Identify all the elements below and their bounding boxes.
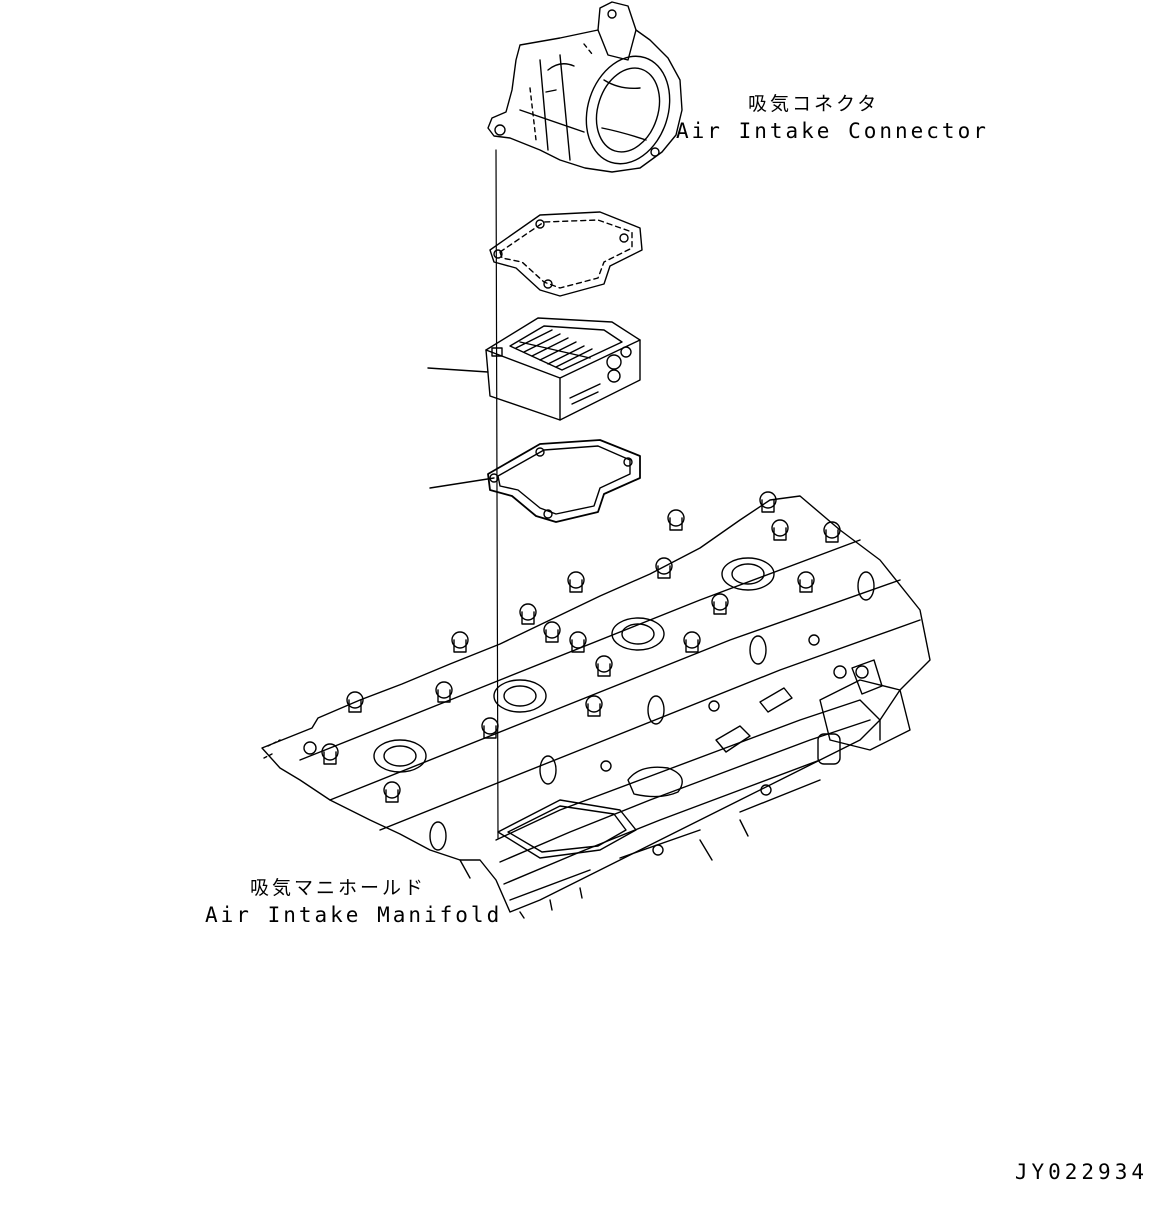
air-intake-connector-part (487, 1, 683, 173)
air-intake-connector-label: Air Intake Connector (676, 119, 989, 143)
air-intake-connector-label-jp: 吸気コネクタ (748, 93, 880, 115)
intake-heater-part (485, 317, 641, 421)
heater-leader-line (427, 367, 489, 373)
head-bolts (303, 491, 847, 856)
upper-gasket-part (489, 211, 643, 297)
air-intake-manifold-label-jp: 吸気マニホールド (250, 877, 427, 899)
air-intake-manifold-label: Air Intake Manifold (205, 903, 503, 927)
drawing-number: JY022934 (1014, 1160, 1148, 1184)
air-intake-manifold-part (261, 491, 931, 919)
gasket-leader-line (429, 477, 495, 489)
lower-gasket-part (487, 439, 641, 523)
